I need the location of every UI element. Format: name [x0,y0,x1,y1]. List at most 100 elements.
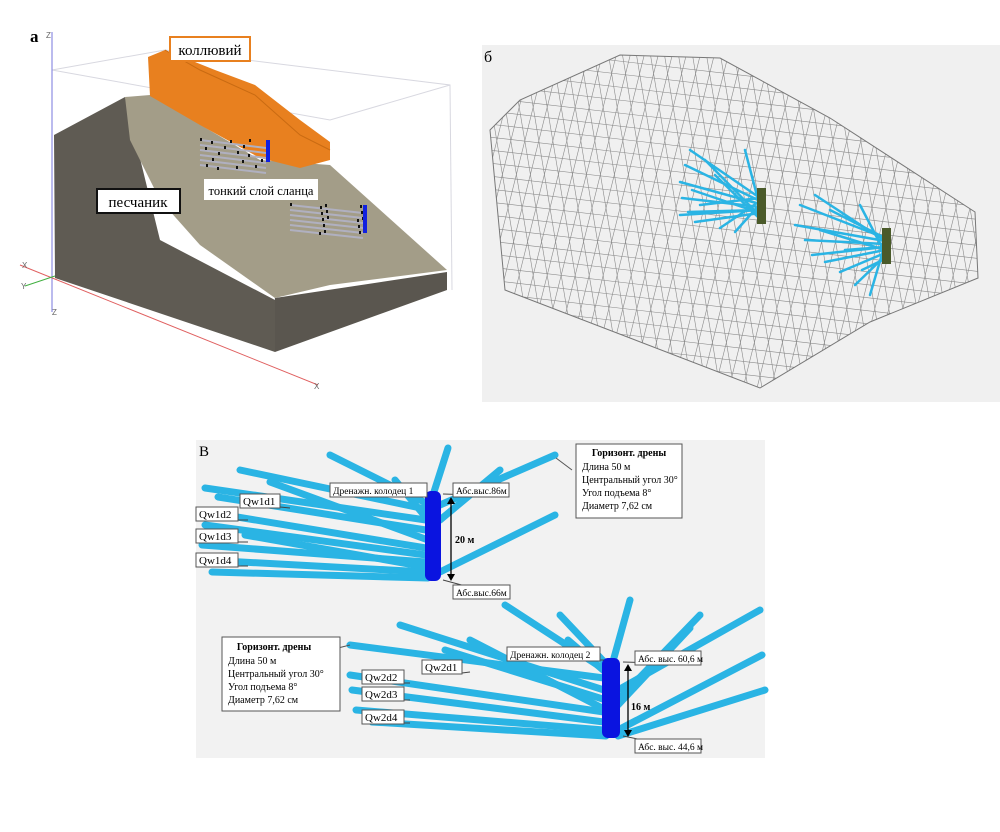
drain-line [813,193,887,243]
mesh-edge [633,55,695,388]
mesh-edge [759,55,821,388]
drain-line [289,219,364,229]
panel-a-letter: a [30,27,39,46]
drain-line [688,148,762,200]
svg-text:Центральный угол 30°: Центральный угол 30° [582,475,678,486]
drain-marker [321,212,323,215]
drain-label-qw2d2: Qw2d2 [361,669,410,685]
svg-text:тонкий слой сланца: тонкий слой сланца [209,184,314,198]
svg-text:Горизонт. дрены: Горизонт. дрены [237,642,312,653]
mesh-edge [490,55,565,388]
mesh-edge [490,187,978,249]
svg-text:Угол подъема 8°: Угол подъема 8° [228,682,297,693]
drain-line [793,223,887,243]
drain-marker [230,140,232,143]
panel-c: В 20 м 16 м Дренажн. колодец 1 Абс.выс.86… [195,440,769,758]
mesh-edge [490,252,978,314]
svg-text:Qw1d1: Qw1d1 [243,496,275,508]
mesh-edge [641,55,733,388]
drainage-well [266,140,270,162]
drain-pipe-well-1-16 [266,478,432,544]
drainage-well-1 [425,491,441,581]
mesh-edge [683,55,775,388]
drain-marker [325,204,327,207]
svg-text:Диаметр 7,62 см: Диаметр 7,62 см [582,501,653,512]
drain-marker [218,152,220,155]
drain-marker [261,159,263,162]
y-axis [24,275,56,287]
well-1-height-label: 20 м [455,535,475,546]
drain-line [199,154,267,164]
drain-marker [319,232,321,235]
drain-pipe-well-1-11 [241,531,430,571]
panel-a: a Z Z X Y X коллювий песчаник тонкий сло [19,27,453,391]
drain-info-box-1: Горизонт. дрены Длина 50 м Центральный у… [555,443,683,519]
svg-text:Qw2d4: Qw2d4 [365,712,398,724]
svg-text:Абс.выс.86м: Абс.выс.86м [456,486,507,497]
drain-marker [324,230,326,233]
drain-marker [326,210,328,213]
drain-pipe-well-2-11 [608,596,634,669]
mesh-edge [697,55,789,388]
drain-marker [236,166,238,169]
well-2-top-elevation: Абс. выс. 60,6 м [622,650,703,666]
drain-pipe-well-1-1 [201,484,430,524]
drain-line [199,149,267,159]
drain-line [718,199,762,230]
drainage-well-2 [602,658,620,738]
svg-text:Qw2d2: Qw2d2 [365,672,397,684]
mesh-outline [489,54,979,389]
mesh-edge [490,55,551,388]
drain-line [803,238,887,246]
axis-label-x-right: X [314,382,320,391]
svg-text:Qw2d3: Qw2d3 [365,689,398,701]
sandstone-side-left [54,97,275,352]
drain-fan-1 [678,148,766,234]
svg-text:Дренажн. колодец 1: Дренажн. колодец 1 [333,487,414,497]
axis-label-y-left: Y [21,282,27,291]
x-axis [19,264,319,386]
drain-line [678,208,762,217]
mesh-edge [390,40,480,400]
drain-pipe-well-2-9 [556,611,614,672]
drain-marker [212,158,214,161]
svg-text:песчаник: песчаник [109,195,169,211]
mesh-edge [490,135,978,197]
drain-line [289,204,364,214]
well-2-height-label: 16 м [631,702,651,713]
drain-marker [358,225,360,228]
mesh-edge [591,55,653,388]
drain-marker [255,165,257,168]
drain-line [289,214,364,224]
mesh-edge [490,200,978,262]
drain-label-qw1d3: Qw1d3 [195,528,248,544]
drain-pipe-well-2-17 [466,636,610,714]
panel-c-letter: В [199,444,209,460]
svg-text:Центральный угол 30°: Центральный угол 30° [228,669,324,680]
drain-pipe-well-1-7 [201,521,430,559]
axis-label-x-left: X [22,261,28,270]
drain-label-qw2d3: Qw2d3 [361,686,410,702]
drain-marker [320,206,322,209]
drain-pipe-well-1-12 [429,444,452,499]
drain-marker [211,141,213,144]
well-1-height-dimension [447,497,455,581]
drain-pipe-well-2-14 [614,651,766,734]
well-2-bottom-elevation: Абс. выс. 44,6 м [622,735,703,754]
well-1-top-elevation: Абс.выс.86м [442,482,510,498]
label-sandstone: песчаник [96,188,181,214]
axis-label-z-top: Z [46,31,51,40]
mesh-edge [490,213,978,275]
drain-line [199,144,267,154]
drain-label-qw2d1: Qw2d1 [421,659,471,675]
axis-label-z-bottom: Z [52,308,57,317]
mesh-edge [647,55,709,388]
svg-text:коллювий: коллювий [178,43,241,59]
well-1-bottom-elevation: Абс.выс.66м [442,579,511,600]
drain-line [289,224,364,234]
drain-marker [243,145,245,148]
drain-info-box-2: Горизонт. дрены Длина 50 м Центральный у… [221,636,351,712]
svg-text:Горизонт. дрены: Горизонт. дрены [592,448,667,459]
mesh-edge [490,122,978,184]
